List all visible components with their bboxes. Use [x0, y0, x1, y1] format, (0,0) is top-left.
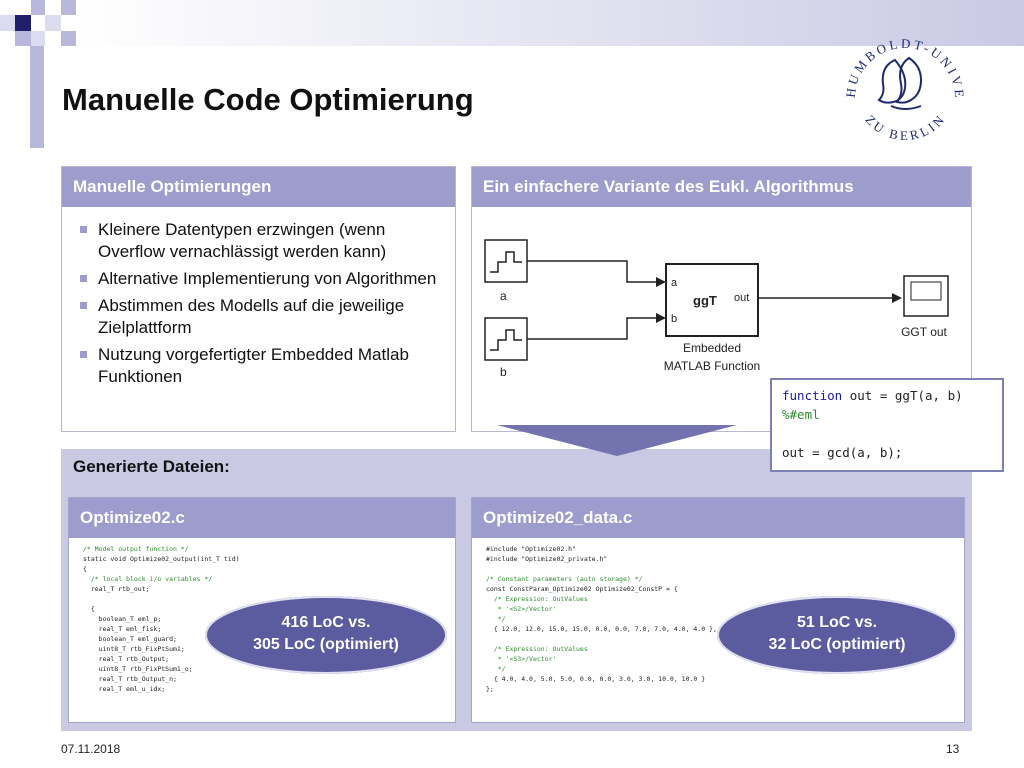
algorithm-heading: Ein einfachere Variante des Eukl. Algori… — [472, 167, 971, 207]
list-item: Alternative Implementierung von Algorith… — [80, 268, 445, 290]
decor-square — [61, 0, 76, 15]
code-line: real_T eml_fisk; — [83, 625, 162, 633]
generated-files-heading: Generierte Dateien: — [73, 457, 230, 476]
code-line: /* Expression: OutValues — [486, 595, 588, 603]
port-out-label: out — [734, 292, 749, 304]
code-line: /* Expression: OutValues — [486, 645, 588, 653]
block-caption-1: Embedded — [683, 341, 741, 355]
list-item: Abstimmen des Modells auf die jeweilige … — [80, 295, 445, 339]
loc-line-2: 305 LoC (optimiert) — [253, 636, 399, 653]
code-line: function out = ggT(a, b) — [782, 388, 963, 403]
scope-label: GGT out — [901, 325, 947, 339]
embedded-function-block — [665, 263, 759, 337]
code-line: %#eml — [782, 407, 820, 422]
code-line: #include "Optimize02.h" — [486, 545, 577, 553]
signal-source-b-icon — [484, 317, 528, 361]
code-line: uint8_T rtb_FixPtSum1_o; — [83, 665, 193, 673]
wire-b — [527, 317, 656, 340]
loc-badge-optimize02: 416 LoC vs. 305 LoC (optimiert) — [205, 596, 447, 674]
code-line: boolean_T eml_p; — [83, 615, 162, 623]
input-b-label: b — [500, 365, 507, 379]
decor-square — [45, 15, 61, 31]
university-seal-logo: HUMBOLDT-UNIVERSITÄT ZU BERLIN — [835, 20, 964, 144]
file-name-optimize02: Optimize02.c — [69, 498, 455, 538]
decor-square — [31, 0, 45, 15]
code-line — [486, 564, 964, 574]
code-line: boolean_T eml_guard; — [83, 635, 177, 643]
decor-square — [31, 31, 45, 46]
scope-icon — [903, 275, 949, 317]
loc-badge-optimize02-data: 51 LoC vs. 32 LoC (optimiert) — [717, 596, 957, 674]
loc-line-1: 51 LoC vs. — [796, 614, 878, 631]
code-line-blank — [782, 424, 992, 443]
bullet-square-icon — [80, 275, 87, 282]
code-line: */ — [486, 615, 506, 623]
code-line: { 12.0, 12.0, 15.0, 15.0, 0.0, 0.0, 7.0,… — [486, 625, 717, 633]
function-code-box: function out = ggT(a, b) %#eml out = gcd… — [770, 378, 1004, 472]
svg-text:ZU BERLIN: ZU BERLIN — [863, 111, 949, 144]
bullet-square-icon — [80, 302, 87, 309]
decor-square — [15, 15, 31, 31]
code-line: { — [83, 605, 95, 613]
logo-text-bottom: ZU BERLIN — [863, 111, 946, 144]
code-line: /* Constant parameters (auto storage) */ — [486, 575, 643, 583]
left-accent-bar — [30, 46, 44, 148]
arrow-head-icon — [892, 293, 902, 303]
arrow-head-icon — [656, 313, 666, 323]
input-a-label: a — [500, 289, 507, 303]
block-caption-2: MATLAB Function — [664, 359, 760, 373]
manual-optimizations-heading: Manuelle Optimierungen — [62, 167, 455, 207]
block-name-label: ggT — [693, 293, 717, 308]
loc-line-2: 32 LoC (optimiert) — [768, 636, 906, 653]
loc-line-1: 416 LoC vs. — [281, 614, 371, 631]
code-line: { — [83, 565, 87, 573]
code-line: }; — [486, 685, 494, 693]
code-line: /* Model output function */ — [83, 545, 189, 553]
code-line: real_T rtb_out; — [83, 585, 150, 593]
bullet-square-icon — [80, 226, 87, 233]
down-arrow-icon — [497, 425, 737, 456]
code-line: const ConstParam_Optimize02 Optimize02_C… — [486, 585, 678, 593]
decor-square — [61, 31, 76, 46]
code-line: real_T eml_u_idx; — [83, 685, 166, 693]
footer-date: 07.11.2018 — [61, 742, 121, 756]
code-listing-optimize02-data: #include "Optimize02.h" #include "Optimiz… — [472, 538, 964, 694]
port-a-label: a — [671, 277, 678, 289]
code-line: * '<S3>/Vector' — [486, 655, 557, 663]
port-b-label: b — [671, 313, 677, 325]
manual-optimizations-panel: Manuelle Optimierungen Kleinere Datentyp… — [61, 166, 456, 432]
code-line: out = gcd(a, b); — [782, 445, 903, 460]
slide-title: Manuelle Code Optimierung — [62, 82, 474, 117]
list-item: Nutzung vorgefertigter Embedded Matlab F… — [80, 344, 445, 388]
page-number: 13 — [946, 742, 960, 756]
optimization-list: Kleinere Datentypen erzwingen (wenn Over… — [62, 207, 455, 388]
signal-source-a-icon — [484, 239, 528, 283]
decor-square — [15, 31, 31, 46]
code-line: static void Optimize02_output(int_T tid) — [83, 555, 240, 563]
simulink-diagram: a b a b ggT out Embedded MATLAB Function… — [484, 239, 949, 379]
code-line: { 4.0, 4.0, 5.0, 5.0, 0.0, 0.0, 3.0, 3.0… — [486, 675, 706, 683]
code-line: */ — [486, 665, 506, 673]
code-line: #include "Optimize02_private.h" — [486, 555, 608, 563]
code-line: real_T rtb_Output; — [83, 655, 170, 663]
code-line: uint8_T rtb_FixPtSum1; — [83, 645, 185, 653]
wire-a — [527, 260, 656, 283]
decor-square — [0, 15, 15, 31]
top-gradient-bar — [76, 0, 1024, 46]
arrow-head-icon — [656, 277, 666, 287]
code-line: * '<S2>/Vector' — [486, 605, 557, 613]
code-listing-optimize02: /* Model output function */ static void O… — [69, 538, 455, 694]
code-line: real_T rtb_Output_n; — [83, 675, 177, 683]
file-name-optimize02-data: Optimize02_data.c — [472, 498, 964, 538]
code-line: /* local block i/o variables */ — [83, 575, 213, 583]
bullet-square-icon — [80, 351, 87, 358]
list-item: Kleinere Datentypen erzwingen (wenn Over… — [80, 219, 445, 263]
